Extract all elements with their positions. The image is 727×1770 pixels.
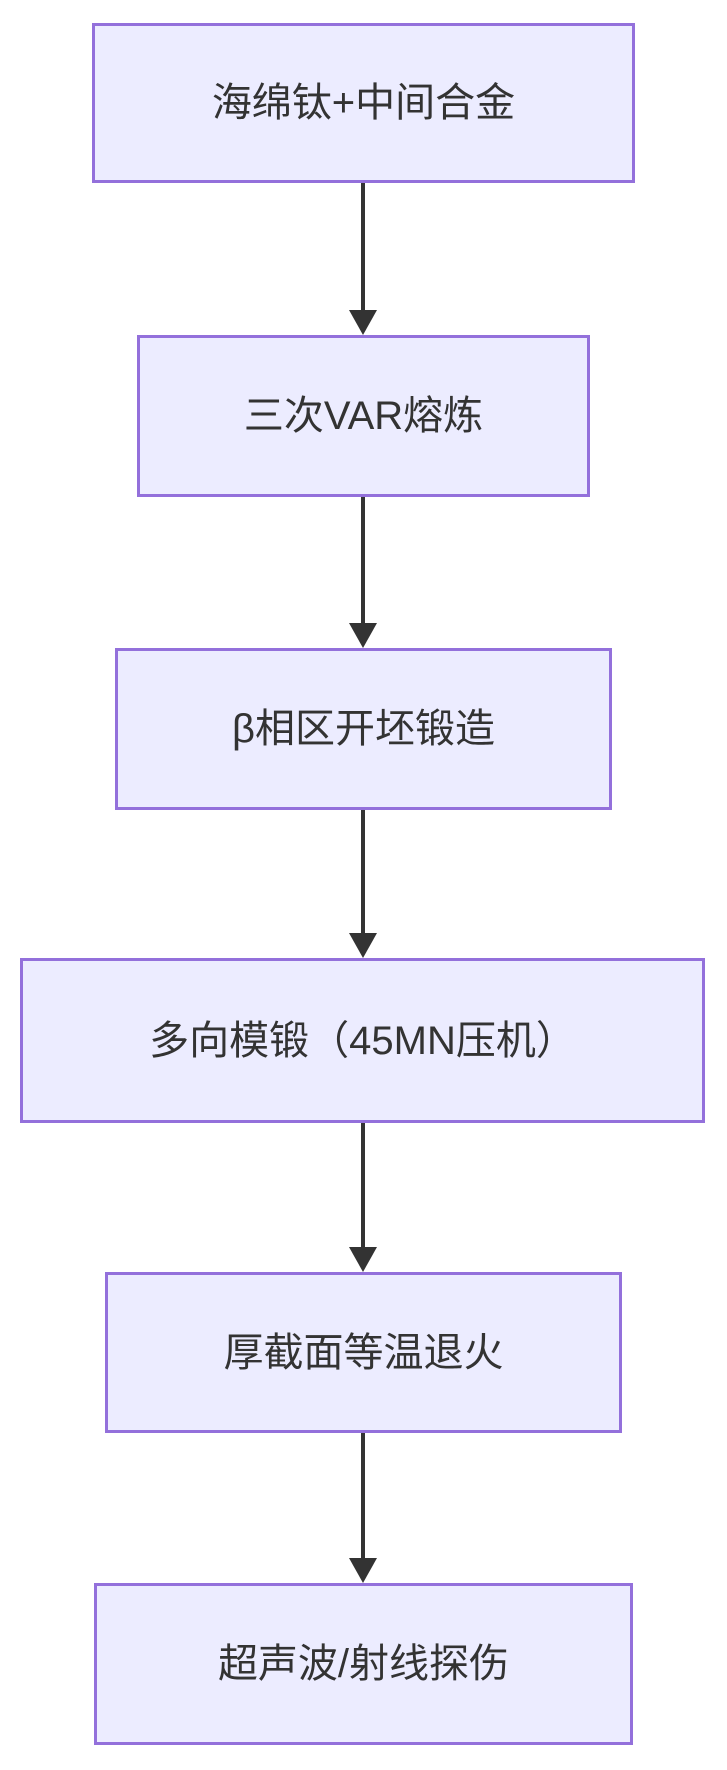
arrow-shaft <box>361 497 365 626</box>
flow-node-beta-cogging-forge: β相区开坯锻造 <box>115 648 612 810</box>
arrowhead-down-icon <box>349 1247 377 1272</box>
flow-arrow-5 <box>349 1433 377 1583</box>
arrowhead-down-icon <box>349 1558 377 1583</box>
flow-node-isothermal-annealing: 厚截面等温退火 <box>105 1272 622 1433</box>
flow-arrow-3 <box>349 810 377 958</box>
arrow-shaft <box>361 183 365 313</box>
node-label: β相区开坯锻造 <box>231 707 495 751</box>
flow-arrow-4 <box>349 1123 377 1272</box>
arrow-shaft <box>361 1433 365 1561</box>
node-label: 海绵钛+中间合金 <box>211 81 516 125</box>
flow-node-multi-directional-die-forging: 多向模锻（45MN压机） <box>20 958 705 1123</box>
arrowhead-down-icon <box>349 310 377 335</box>
node-label: 多向模锻（45MN压机） <box>149 1018 576 1063</box>
flow-node-var-melting: 三次VAR熔炼 <box>137 335 590 497</box>
flow-node-ndt-inspection: 超声波/射线探伤 <box>94 1583 633 1745</box>
flow-node-sponge-titanium: 海绵钛+中间合金 <box>92 23 635 183</box>
node-label: 三次VAR熔炼 <box>243 394 484 438</box>
node-label: 厚截面等温退火 <box>223 1330 504 1375</box>
flow-arrow-1 <box>349 183 377 335</box>
node-label: 超声波/射线探伤 <box>217 1642 510 1686</box>
arrowhead-down-icon <box>349 933 377 958</box>
arrowhead-down-icon <box>349 623 377 648</box>
arrow-shaft <box>361 1123 365 1250</box>
arrow-shaft <box>361 810 365 936</box>
flow-arrow-2 <box>349 497 377 648</box>
